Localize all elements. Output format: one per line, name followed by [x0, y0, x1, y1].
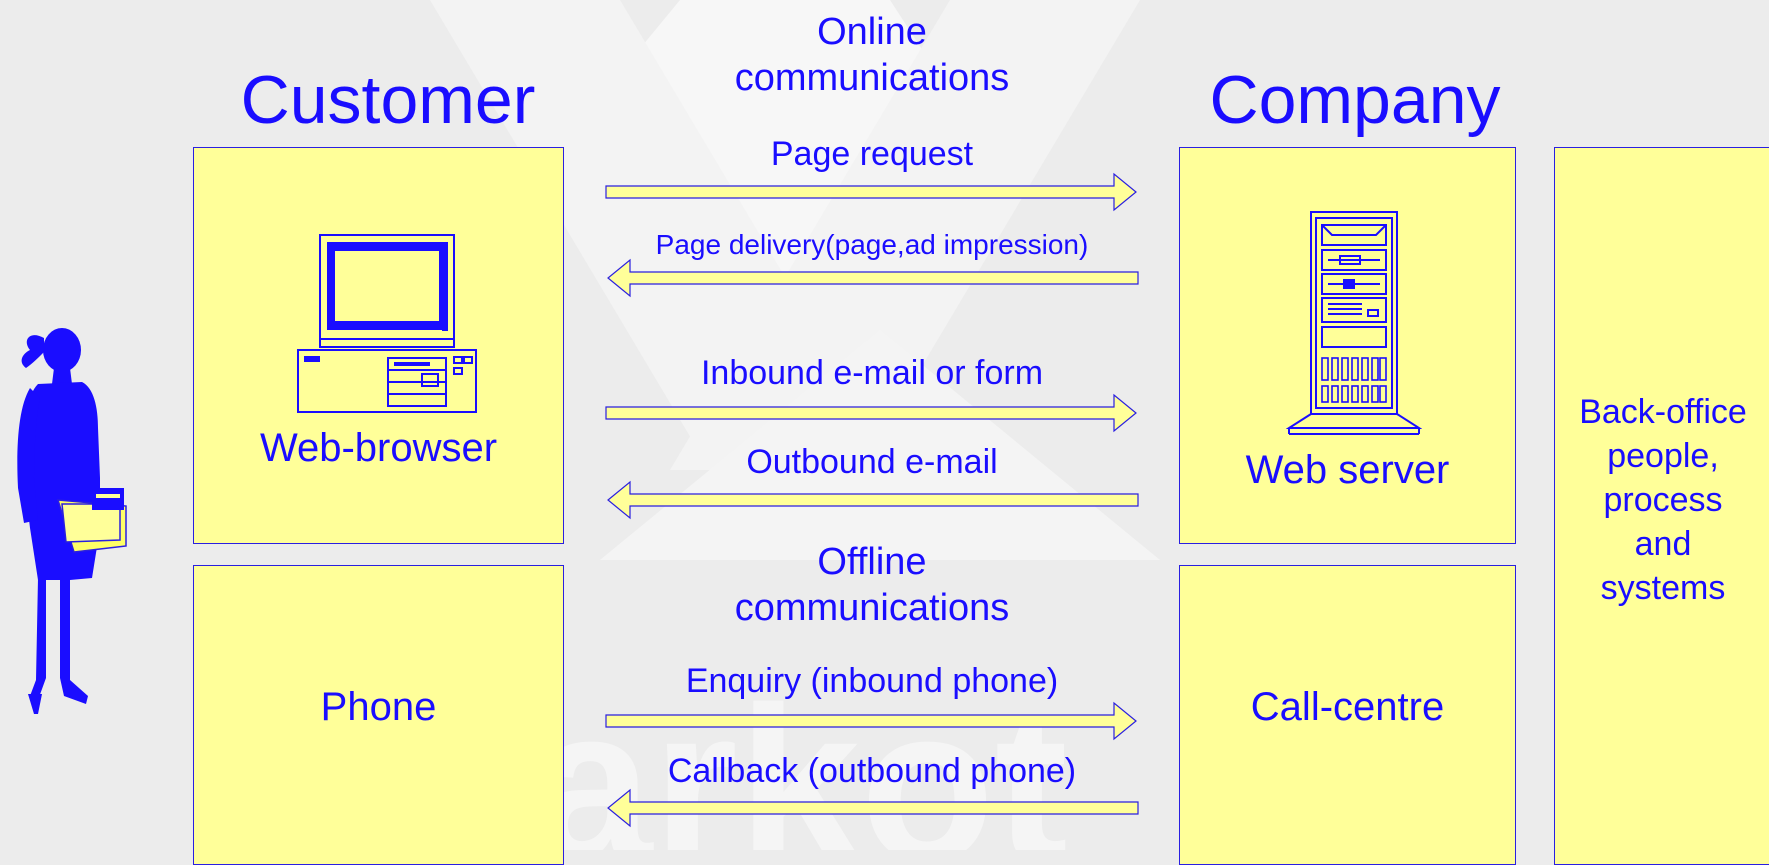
enquiry-arrow [605, 701, 1137, 741]
phone-box [193, 565, 564, 865]
online-line-1: Online [817, 11, 927, 53]
back-office-box [1554, 147, 1769, 865]
back-office-line-1: Back-office [1579, 393, 1747, 431]
page-delivery-arrow [607, 258, 1139, 298]
desktop-computer-icon [297, 234, 477, 413]
web-browser-box [193, 147, 564, 544]
online-line-2: communications [734, 56, 1010, 99]
phone-label: Phone [320, 685, 437, 729]
back-office-line-4: and [1634, 525, 1692, 563]
web-browser-label: Web-browser [259, 426, 498, 470]
inbound-email-arrow [605, 393, 1137, 433]
callback-label: Callback (outbound phone) [667, 752, 1077, 790]
offline-communications-heading: Offline communications [672, 540, 1072, 631]
page-request-arrow [605, 172, 1137, 212]
web-server-box [1179, 147, 1516, 544]
back-office-label: Back-office people, process and systems [1554, 390, 1769, 610]
back-office-line-3: process [1603, 481, 1723, 519]
back-office-line-2: people, [1607, 437, 1719, 475]
outbound-email-arrow [607, 480, 1139, 520]
call-centre-label: Call-centre [1250, 685, 1445, 729]
server-tower-icon [1286, 211, 1422, 435]
customer-heading: Customer [240, 62, 536, 138]
offline-line-2: communications [734, 586, 1010, 629]
offline-line-1: Offline [817, 541, 927, 583]
enquiry-label: Enquiry (inbound phone) [685, 662, 1059, 700]
person-silhouette-icon [17, 328, 127, 714]
callback-arrow [607, 788, 1139, 828]
page-request-label: Page request [770, 135, 974, 173]
page-delivery-label: Page delivery(page,ad impression) [655, 229, 1089, 260]
svg-text:arkot: arkot [530, 661, 1068, 850]
company-heading: Company [1209, 62, 1501, 138]
online-communications-heading: Online communications [672, 10, 1072, 101]
outbound-email-label: Outbound e-mail [746, 443, 998, 481]
call-centre-box [1179, 565, 1516, 865]
web-server-label: Web server [1245, 448, 1450, 492]
inbound-email-label: Inbound e-mail or form [700, 354, 1044, 392]
back-office-line-5: systems [1600, 569, 1726, 607]
